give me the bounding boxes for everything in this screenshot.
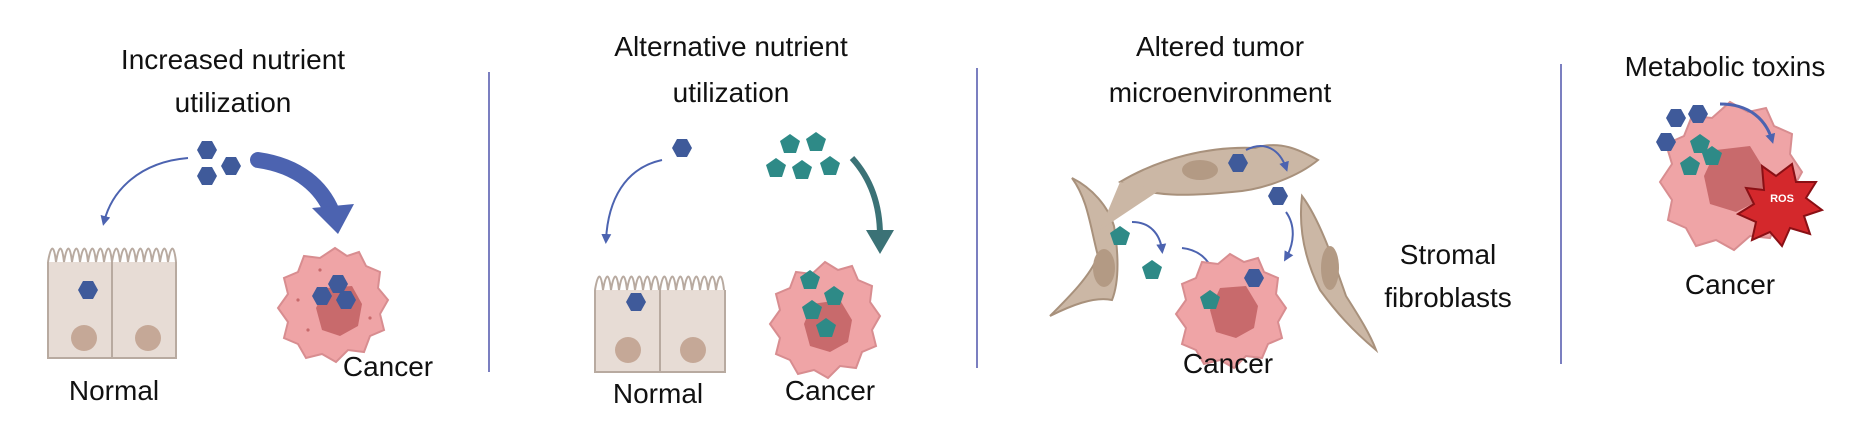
panel-divider [976,68,978,368]
panel-1-normal-label: Normal [68,375,160,406]
fibroblast-cell [1049,177,1119,317]
pentagon-icon [806,132,826,151]
pentagon-icon [824,286,844,305]
thin-arrow [601,159,663,244]
pentagon-cluster [766,132,840,179]
hexagon-icon [197,167,217,185]
hexagon-icon [336,291,356,309]
pentagon-icon [820,156,840,175]
panel-3-title-line2: microenvironment [1108,77,1332,108]
panel-divider [1560,64,1562,364]
panel-3-side-label-line2: fibroblasts [1384,282,1512,313]
normal-cells [594,275,726,373]
pentagon-icon [1690,134,1710,153]
panel-4-cancer-label: Cancer [1684,269,1776,300]
hexagon-icon [1666,109,1686,127]
panel-2-normal-label: Normal [612,378,704,409]
panel-2-cancer-label: Cancer [784,375,876,406]
hexagon-icon [672,139,692,157]
pentagon-icon [1200,290,1220,309]
arrowhead-icon [312,204,354,234]
hexagon-icon [626,293,646,311]
pentagon-icon [802,300,822,319]
hexagon-icon [221,157,241,175]
pentagon-icon [1680,156,1700,175]
thick-arrow [250,152,340,220]
pentagon-icon [1110,226,1130,245]
hexagon-icon [1268,187,1288,205]
cancer-cell [276,246,390,364]
panel-divider [488,72,490,372]
cancer-cell [1174,252,1288,370]
panel-2-title-line2: utilization [672,77,790,108]
panel-3-title-line1: Altered tumor [1135,31,1305,62]
pentagon-icon [780,134,800,153]
ros-label: ROS [1770,193,1794,205]
panel-3-cancer-label: Cancer [1182,348,1274,379]
pentagon-icon [800,270,820,289]
ros-burst-icon [1735,162,1825,248]
hexagon-icon [1228,154,1248,172]
hexagon-icon [1656,133,1676,151]
hexagon-cluster [197,141,241,185]
cancer-cell [768,260,882,380]
panel-1-title-line1: Increased nutrient [120,44,346,75]
hexagon-icon [1244,269,1264,287]
pentagon-icon [766,158,786,177]
arrowhead-icon [866,230,894,254]
pentagon-icon [1142,260,1162,279]
panel-2-artwork [594,132,894,380]
panel-2-title-line1: Alternative nutrient [614,31,848,62]
hexagon-icon [197,141,217,159]
hexagon-icon [1688,105,1708,123]
normal-cells [47,247,177,359]
panel-4-artwork [1656,100,1825,252]
teal-arrow [849,155,883,237]
panel-1-cancer-label: Cancer [342,351,434,382]
panel-1-artwork [47,141,390,364]
panel-1-title-line2: utilization [174,87,292,118]
pentagon-icon [1702,146,1722,165]
thin-arrow [100,157,189,226]
hexagon-icon [78,281,98,299]
panel-4-title: Metabolic toxins [1624,51,1826,82]
hexagon-icon [312,287,332,305]
panel-3-side-label-line1: Stromal [1399,239,1497,270]
pentagon-icon [816,318,836,337]
panel-3-artwork [1049,144,1379,370]
hexagon-icon [328,275,348,293]
fibroblast-cell [1117,144,1320,196]
pentagon-icon [792,160,812,179]
